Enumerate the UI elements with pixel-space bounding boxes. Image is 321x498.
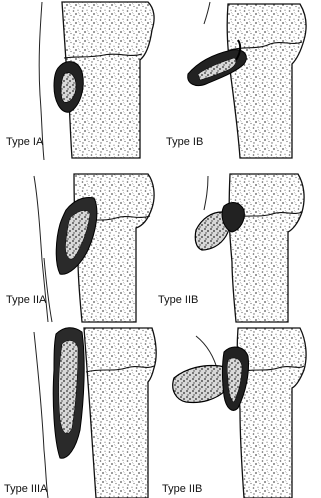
soft-tissue-line — [204, 176, 208, 210]
bone — [237, 328, 306, 498]
panel-label-type-iib-lower: Type IIB — [162, 483, 202, 495]
bone — [227, 4, 306, 158]
panel-type-iib: Type IIB — [158, 174, 304, 322]
panel-label-type-iiia: Type IIIA — [4, 483, 48, 495]
panel-type-iiia: Type IIIA — [4, 328, 156, 498]
bone — [84, 328, 156, 498]
panel-label-type-ib: Type IB — [166, 136, 203, 148]
soft-tissue-line — [204, 2, 210, 24]
soft-tissue-line — [34, 332, 48, 498]
panel-label-type-iib: Type IIB — [158, 294, 198, 306]
panel-type-iib-lower: Type IIB — [162, 328, 306, 498]
panel-type-ib: Type IB — [166, 2, 306, 158]
panel-label-type-ia: Type IA — [6, 136, 44, 148]
bone — [229, 174, 304, 322]
panel-label-type-iia: Type IIA — [6, 294, 47, 306]
panel-type-ia: Type IA — [6, 2, 154, 160]
panel-type-iia: Type IIA — [6, 174, 154, 322]
